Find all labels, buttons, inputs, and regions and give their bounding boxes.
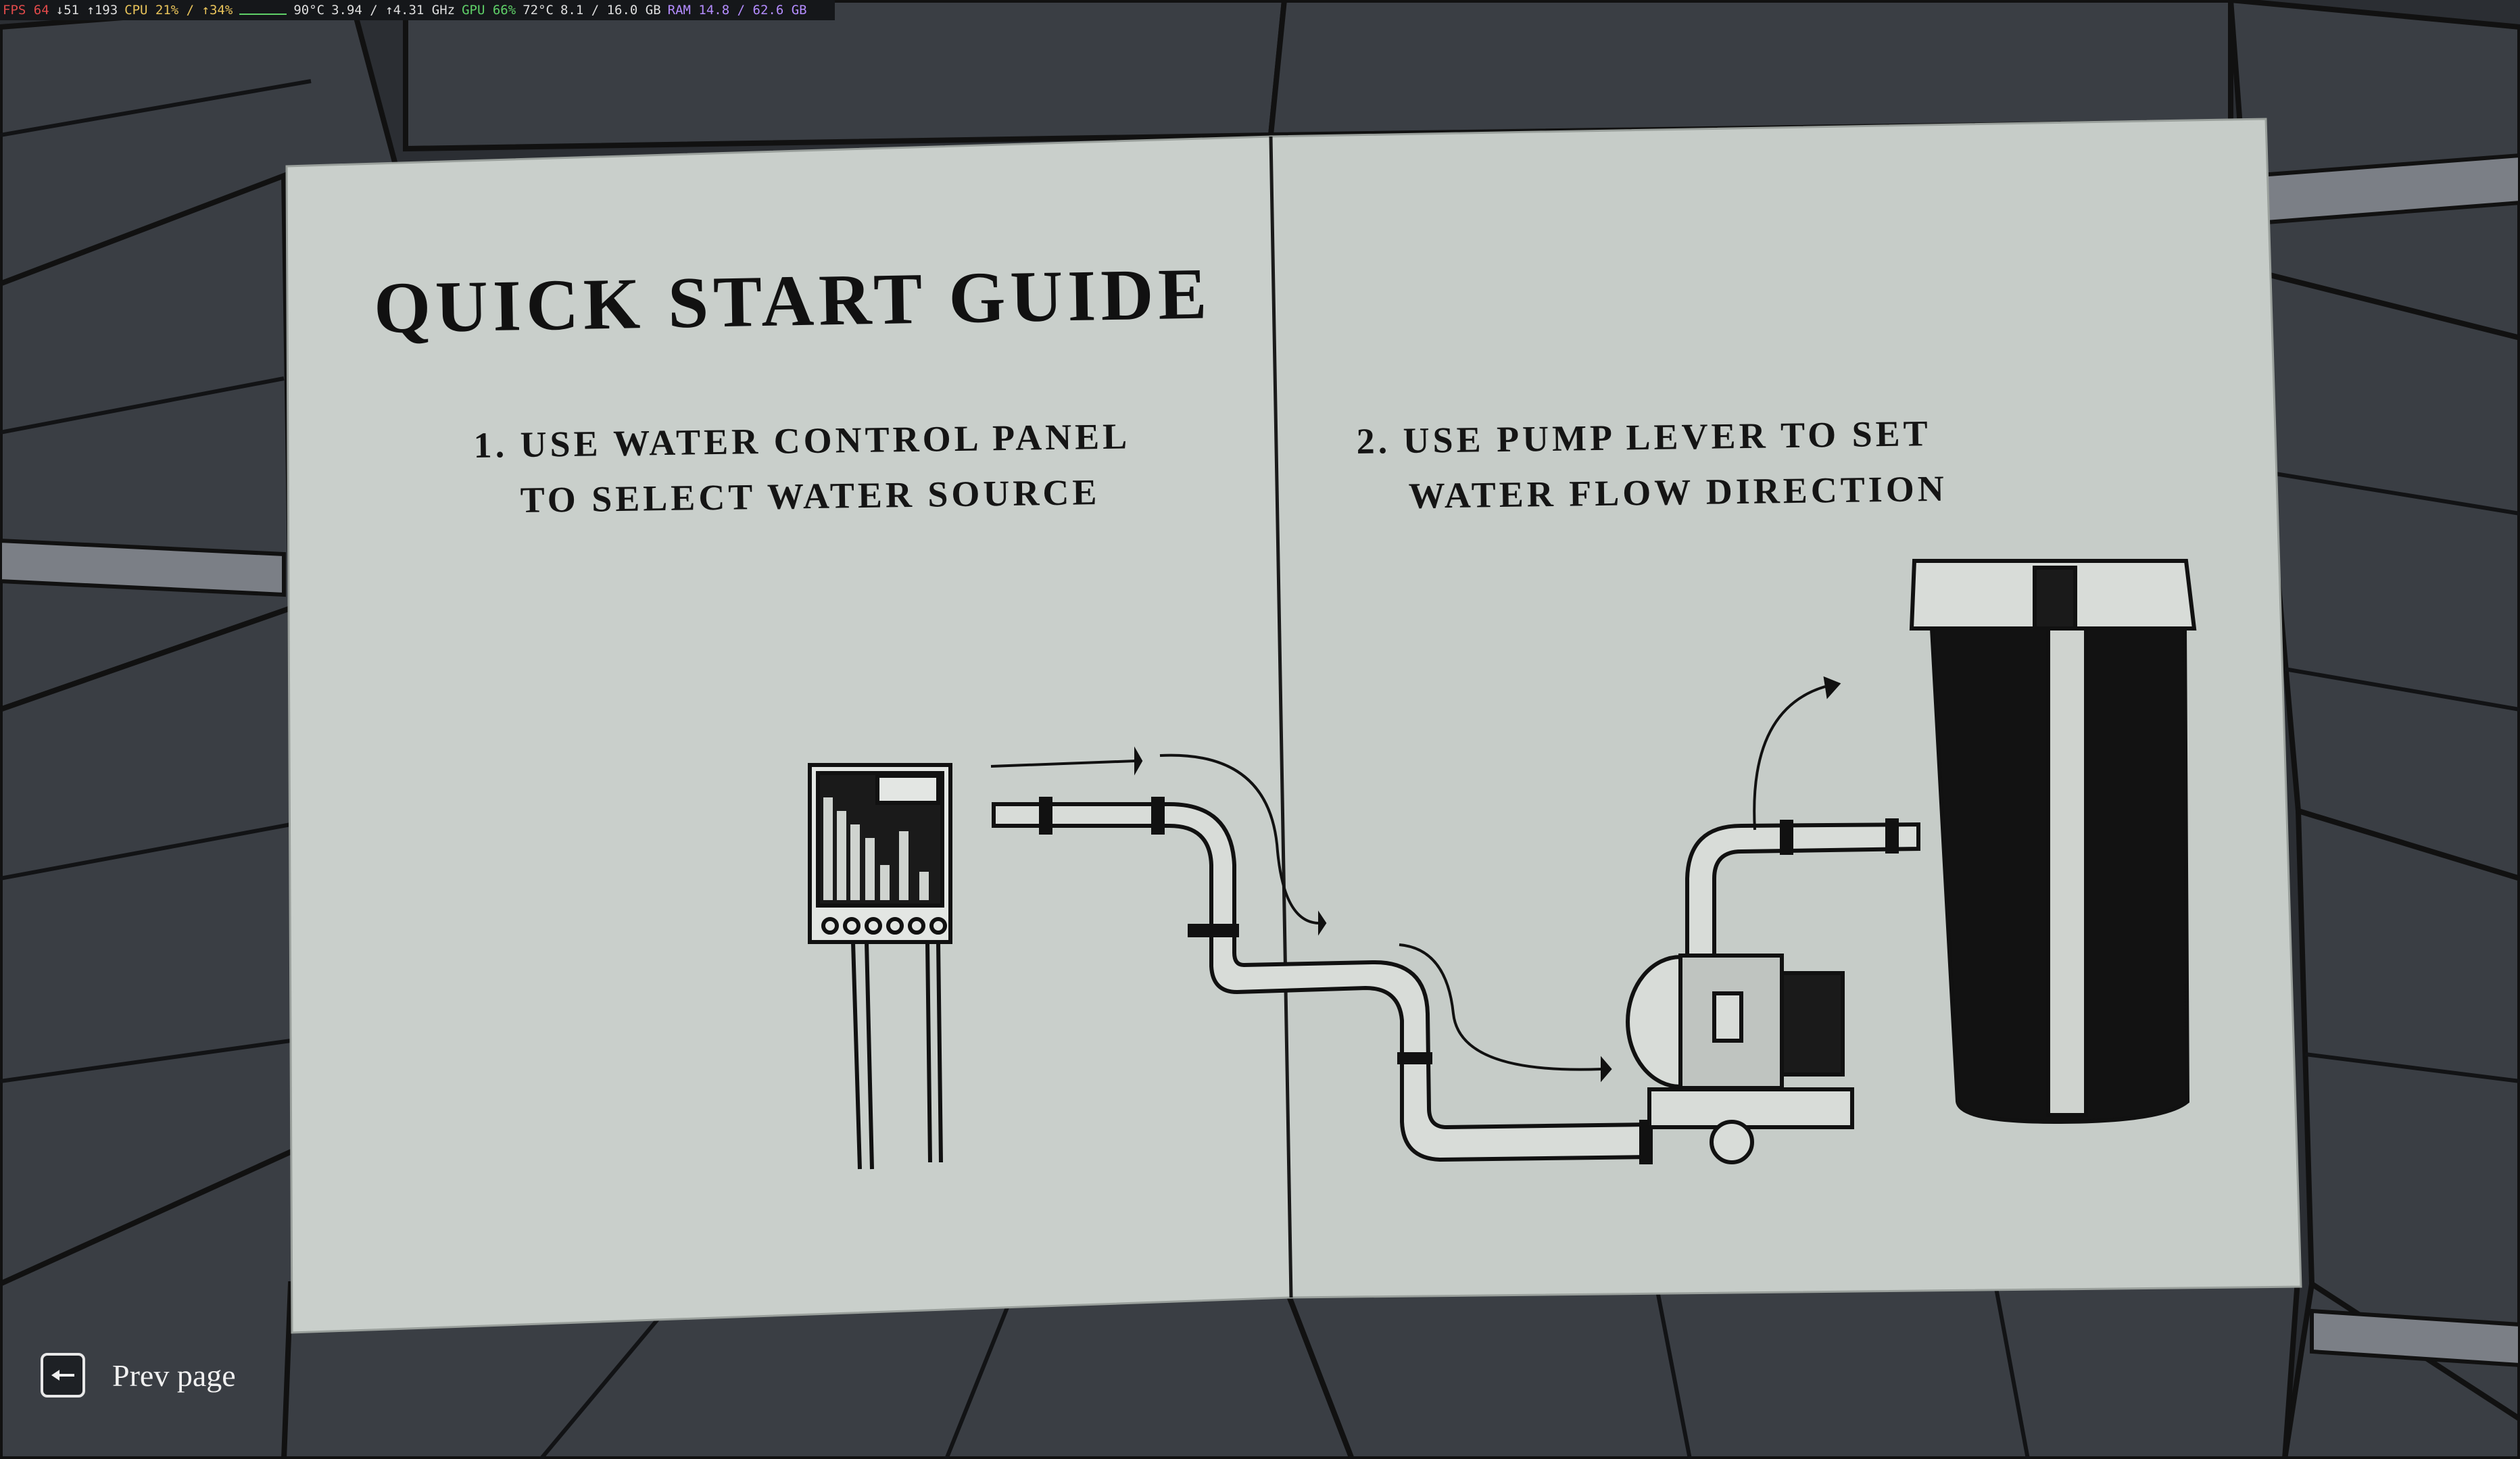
step-1-instruction: 1. USE WATER CONTROL PANEL TO SELECT WAT… — [473, 408, 1132, 528]
fps-readout: FPS 64 — [3, 3, 49, 18]
clock-readout: 3.94 / ↑4.31 GHz — [331, 3, 456, 18]
temp-readout-1: 90°C — [293, 3, 325, 18]
arrow-left-key-icon[interactable] — [41, 1353, 85, 1398]
step-1-line-1: 1. USE WATER CONTROL PANEL — [473, 416, 1131, 466]
gpu-readout: GPU 66% — [462, 3, 516, 18]
frametime-graph — [239, 5, 287, 15]
step-2-line-2: WATER FLOW DIRECTION — [1408, 468, 1948, 516]
step-1-line-2: TO SELECT WATER SOURCE — [520, 472, 1100, 521]
step-2-line-1: 2. USE PUMP LEVER TO SET — [1356, 413, 1932, 462]
step-2-instruction: 2. USE PUMP LEVER TO SET WATER FLOW DIRE… — [1356, 405, 1947, 524]
performance-overlay: FPS 64 ↓51 ↑193 CPU 21% / ↑34% 90°C 3.94… — [0, 0, 835, 20]
guide-title: QUICK START GUIDE — [373, 253, 1213, 349]
cpu-readout: CPU 21% / ↑34% — [124, 3, 233, 18]
prev-page-button[interactable]: Prev page — [41, 1348, 236, 1402]
ram-readout: RAM 14.8 / 62.6 GB — [667, 3, 807, 18]
temp-readout-2: 72°C — [523, 3, 554, 18]
vram-readout: 8.1 / 16.0 GB — [560, 3, 661, 18]
frametime-readout: ↓51 ↑193 — [55, 3, 118, 18]
prev-page-label: Prev page — [112, 1358, 236, 1393]
